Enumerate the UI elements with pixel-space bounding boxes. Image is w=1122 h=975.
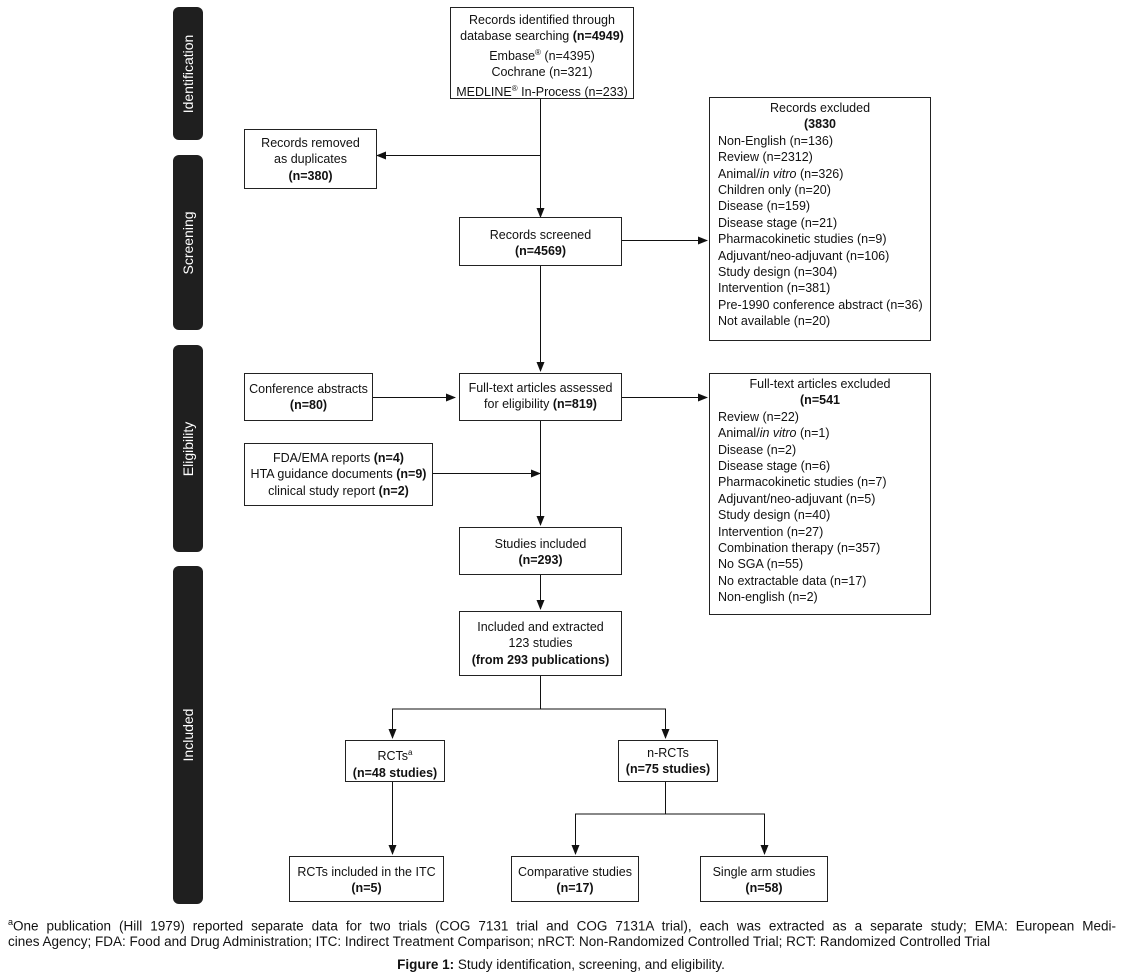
phase-included: Included bbox=[173, 566, 203, 904]
fulltext-assessed-box: Full-text articles assessed for eligibil… bbox=[459, 373, 622, 421]
phase-identification: Identification bbox=[173, 7, 203, 140]
arrow-to-comparative bbox=[571, 782, 666, 855]
footnote-line-1: aOne publication (Hill 1979) reported se… bbox=[8, 917, 1116, 934]
single-arm-studies-box: Single arm studies (n=58) bbox=[700, 856, 828, 902]
phase-screening: Screening bbox=[173, 155, 203, 330]
comparative-studies-box: Comparative studies (n=17) bbox=[511, 856, 639, 902]
rcts-box: RCTsa (n=48 studies) bbox=[345, 740, 445, 782]
footnote-line-2: cines Agency; FDA: Food and Drug Adminis… bbox=[8, 934, 991, 949]
records-excluded-box: Records excluded (3830 Non-English (n=13… bbox=[709, 97, 931, 341]
nrcts-box: n-RCTs (n=75 studies) bbox=[618, 740, 718, 782]
records-identified-box: Records identified through database sear… bbox=[450, 7, 634, 99]
records-screened-box: Records screened (n=4569) bbox=[459, 217, 622, 266]
arrow-to-single-arm bbox=[665, 813, 769, 855]
fulltext-excluded-box: Full-text articles excluded (n=541 Revie… bbox=[709, 373, 931, 615]
arrow-to-rcts bbox=[388, 676, 541, 739]
rcts-itc-box: RCTs included in the ITC (n=5) bbox=[289, 856, 444, 902]
arrow-to-nrcts bbox=[540, 708, 670, 739]
studies-included-box: Studies included (n=293) bbox=[459, 527, 622, 575]
included-extracted-box: Included and extracted 123 studies (from… bbox=[459, 611, 622, 676]
figure-caption: Figure 1: Study identification, screenin… bbox=[397, 957, 725, 972]
conference-abstracts-box: Conference abstracts (n=80) bbox=[244, 373, 373, 421]
phase-eligibility: Eligibility bbox=[173, 345, 203, 552]
additional-reports-box: FDA/EMA reports (n=4) HTA guidance docum… bbox=[244, 443, 433, 506]
duplicates-removed-box: Records removed as duplicates (n=380) bbox=[244, 129, 377, 189]
